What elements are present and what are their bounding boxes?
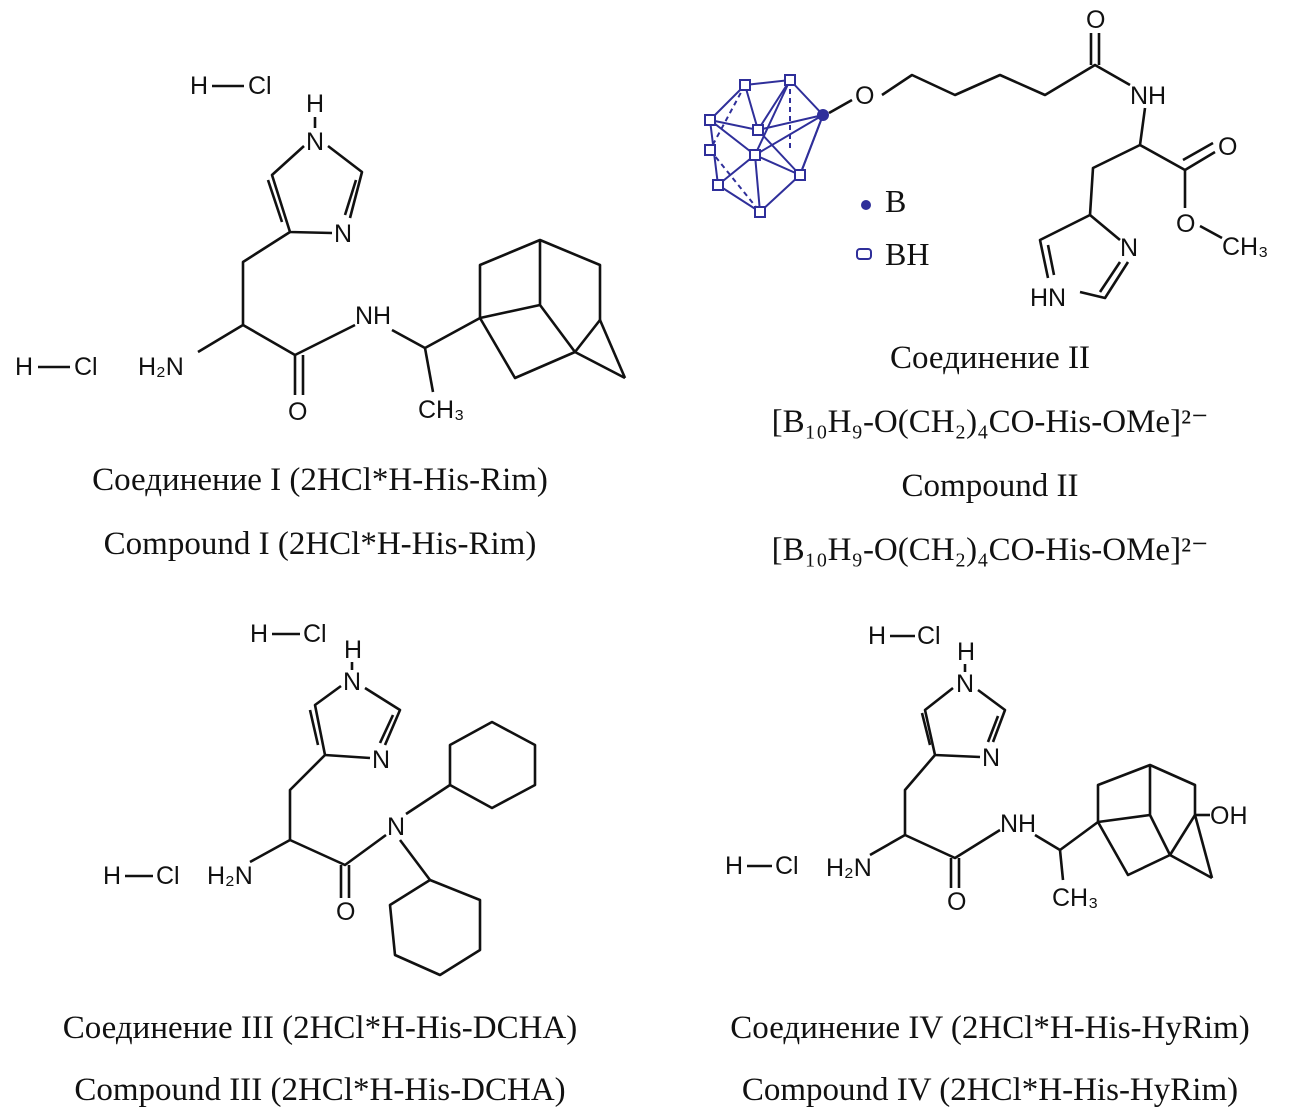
hcl-h: H [15, 353, 33, 381]
methyl-ch3: CH₃ [1052, 884, 1098, 912]
ester-o: O [1218, 133, 1237, 161]
hcl-cl: Cl [303, 620, 327, 648]
atom-n: N [343, 668, 361, 696]
compound-3-structure: H Cl H N N H₂N O N H Cl [103, 620, 537, 977]
hcl-cl: Cl [156, 862, 180, 890]
compound-4-caption-ru: Соединение IV (2HCl*H-His-HyRim) [730, 1010, 1249, 1046]
ester-o: O [1176, 210, 1195, 238]
hcl-cl: Cl [775, 852, 799, 880]
methyl-ch3: CH₃ [1222, 233, 1268, 261]
legend-b: B [885, 183, 906, 219]
cyclohexane-ring [388, 878, 482, 977]
atom-n: N [982, 744, 1000, 772]
compound-1-caption-en: Compound I (2HCl*H-His-Rim) [104, 526, 537, 562]
atom-h: H [344, 636, 362, 664]
atom-n: N [306, 128, 324, 156]
atom-hn: HN [1030, 284, 1066, 312]
amine-h2n: H₂N [138, 353, 184, 381]
compound-2-formula-ru: [B₁₀H₉-O(CH₂)₄CO-His-OMe]²⁻ [772, 404, 1209, 440]
atom-n: N [1120, 234, 1138, 262]
carbonyl-o: O [336, 898, 355, 926]
compound-1-caption-ru: Соединение I (2HCl*H-His-Rim) [92, 462, 548, 498]
hcl-h: H [190, 72, 208, 100]
atom-h: H [306, 90, 324, 118]
hydroxyl-oh: OH [1210, 802, 1248, 830]
compound-3-caption-en: Compound III (2HCl*H-His-DCHA) [74, 1072, 565, 1108]
carbonyl-o: O [947, 888, 966, 916]
amide-nh: NH [355, 302, 391, 330]
hcl-h: H [250, 620, 268, 648]
legend-bh-marker [856, 248, 872, 260]
hcl-cl: Cl [74, 353, 98, 381]
atom-n: N [372, 746, 390, 774]
amide-nh: NH [1130, 82, 1166, 110]
hcl-h: H [725, 852, 743, 880]
hcl-cl: Cl [917, 622, 941, 650]
boron-cluster [704, 74, 829, 218]
amine-h2n: H₂N [826, 854, 872, 882]
compound-4-structure: H Cl H N N H₂N O NH CH₃ OH H Cl [725, 622, 1248, 916]
amine-h2n: H₂N [207, 862, 253, 890]
atom-h: H [957, 638, 975, 666]
compound-3-caption-ru: Соединение III (2HCl*H-His-DCHA) [63, 1010, 577, 1046]
compound-2-caption-en: Compound II [902, 468, 1079, 504]
legend-bh: BH [885, 236, 929, 272]
hcl-h: H [103, 862, 121, 890]
compound-2-caption-ru: Соединение II [890, 340, 1090, 376]
legend-boron-dot [861, 200, 871, 210]
ether-o: O [855, 82, 874, 110]
compound-2-structure: O O NH O O CH₃ N HN B BH [704, 6, 1268, 312]
hydroxyadamantane [1096, 763, 1214, 880]
methyl-ch3: CH₃ [418, 396, 464, 424]
compound-4-caption-en: Compound IV (2HCl*H-His-HyRim) [742, 1072, 1238, 1108]
hcl-h: H [868, 622, 886, 650]
atom-n: N [334, 220, 352, 248]
compound-2-formula-en: [B₁₀H₉-O(CH₂)₄CO-His-OMe]²⁻ [772, 532, 1209, 568]
adamantane [478, 238, 627, 380]
amine-n: N [387, 813, 405, 841]
compound-1-structure: H Cl H N N H₂N O NH CH₃ H Cl [15, 72, 627, 426]
atom-n: N [956, 670, 974, 698]
amide-nh: NH [1000, 810, 1036, 838]
carbonyl-o: O [1086, 6, 1105, 34]
carbonyl-o: O [288, 398, 307, 426]
hcl-cl: Cl [248, 72, 272, 100]
cyclohexane-ring [448, 720, 537, 810]
